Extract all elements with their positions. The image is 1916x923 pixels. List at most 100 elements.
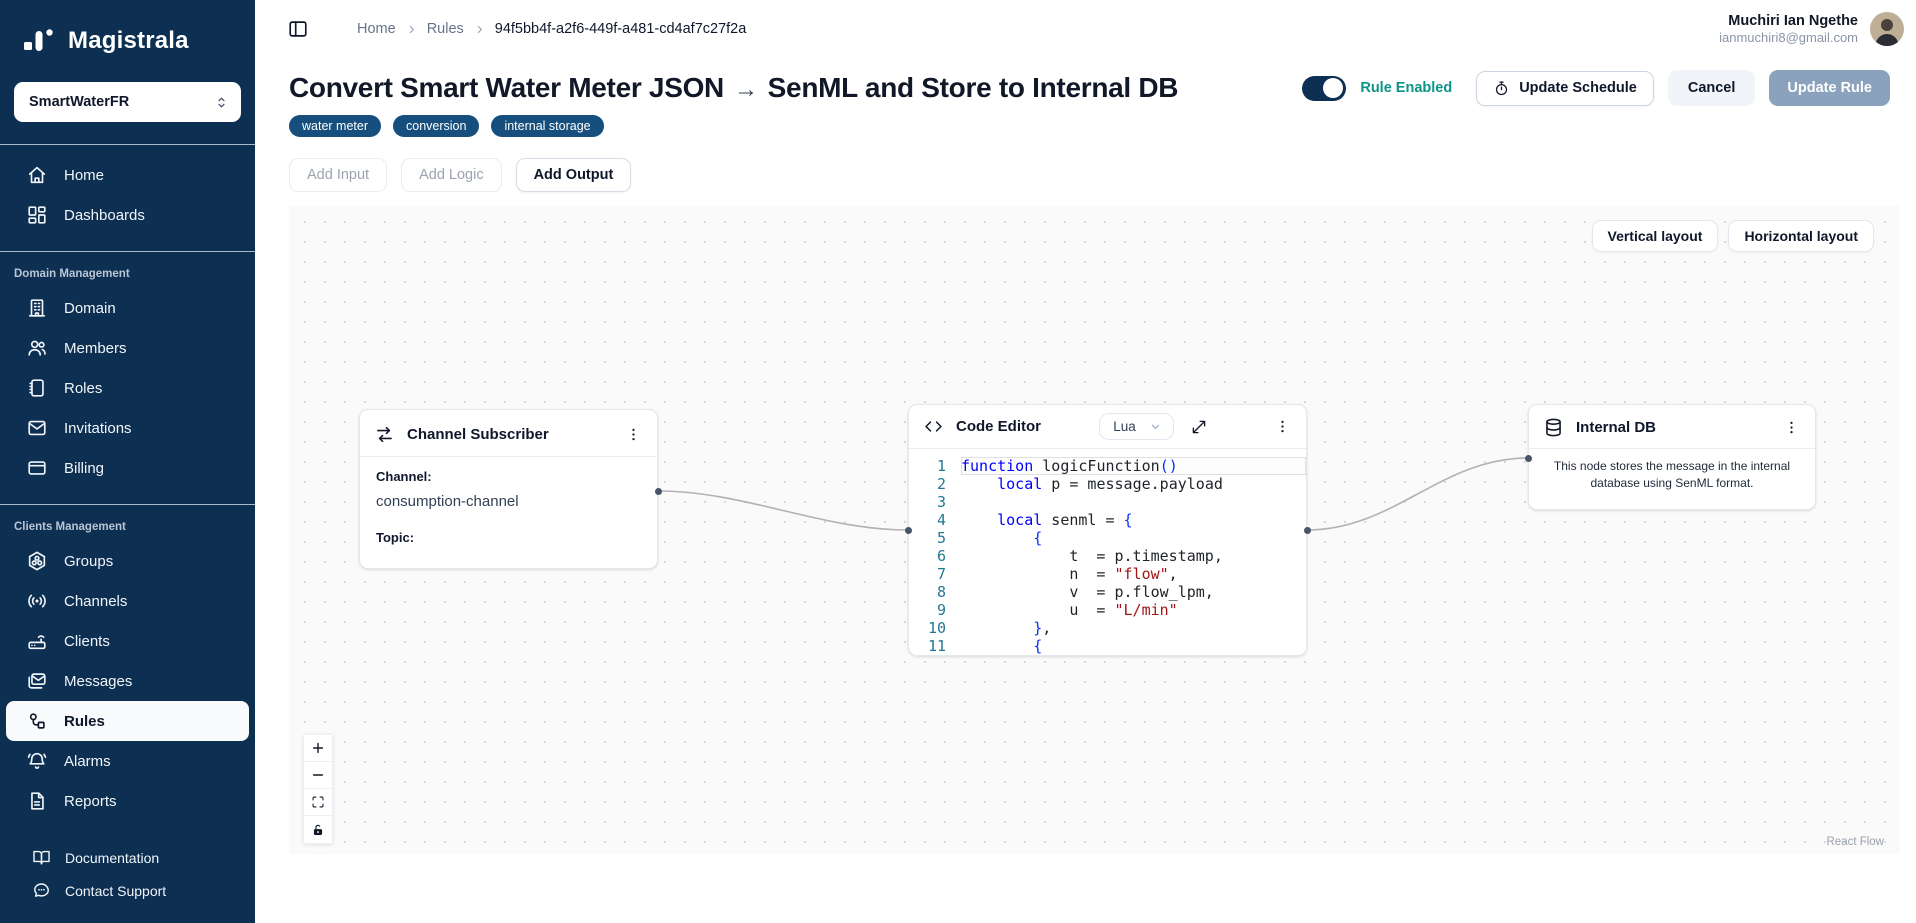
internal-db-menu-button[interactable] [1779, 415, 1803, 439]
sidebar-item-messages[interactable]: Messages [6, 661, 249, 701]
code-line-content: local p = message.payload [997, 475, 1223, 493]
cancel-button[interactable]: Cancel [1667, 70, 1756, 106]
page-title-part1: Convert Smart Water Meter JSON [289, 72, 724, 103]
sidebar-item-label: Alarms [64, 752, 111, 770]
channel-subscriber-menu-button[interactable] [621, 422, 645, 446]
code-line-10: 10}, [909, 619, 1306, 637]
sidebar-item-label: Groups [64, 552, 114, 570]
code-editor-header: Code Editor Lua [909, 405, 1306, 449]
line-number: 11 [927, 637, 946, 655]
target-handle[interactable] [905, 527, 912, 534]
page-title: Convert Smart Water Meter JSON→SenML and… [289, 72, 1179, 104]
line-number: 3 [936, 493, 946, 511]
chevrons-up-down-icon [213, 94, 230, 111]
sidebar-item-channels[interactable]: Channels [6, 581, 249, 621]
sidebar-item-invitations[interactable]: Invitations [6, 408, 249, 448]
flow-edges [657, 457, 1529, 531]
language-select[interactable]: Lua [1099, 413, 1174, 440]
vertical-layout-button[interactable]: Vertical layout [1591, 220, 1719, 252]
channel-subscriber-node[interactable]: Channel Subscriber Channel: consumption-… [359, 409, 658, 569]
sidebar-item-clients[interactable]: Clients [6, 621, 249, 661]
layout-buttons: Vertical layout Horizontal layout [1591, 220, 1874, 252]
channels-icon [26, 590, 48, 612]
line-number: 7 [936, 565, 946, 583]
code-line-5: 5{ [909, 529, 1306, 547]
zoom-in-button[interactable] [304, 735, 332, 762]
sidebar-item-label: Invitations [64, 419, 132, 437]
sidebar-item-label: Domain [64, 299, 116, 317]
internal-db-title: Internal DB [1576, 418, 1657, 436]
sidebar-item-domain[interactable]: Domain [6, 288, 249, 328]
code-line-content: n = "flow", [1069, 565, 1178, 583]
code-line-content: { [1033, 529, 1043, 547]
roles-icon [26, 377, 48, 399]
topic-label: Topic: [376, 530, 415, 545]
sidebar-item-alarms[interactable]: Alarms [6, 741, 249, 781]
update-rule-button[interactable]: Update Rule [1769, 70, 1890, 106]
rules-icon [26, 710, 48, 732]
add-logic-button[interactable]: Add Logic [401, 158, 502, 192]
reactflow-attribution[interactable]: React Flow [1826, 836, 1884, 848]
expand-editor-button[interactable] [1186, 414, 1212, 440]
add-input-button[interactable]: Add Input [289, 158, 388, 192]
flow-canvas[interactable]: Vertical layout Horizontal layout Channe… [289, 206, 1900, 854]
sidebar-item-reports[interactable]: Reports [6, 781, 249, 821]
sidebar-item-label: Contact Support [65, 882, 167, 899]
breadcrumb-item-rules[interactable]: Rules [426, 21, 464, 37]
code-editor-menu-button[interactable] [1270, 415, 1294, 439]
sidebar-item-dashboards[interactable]: Dashboards [6, 195, 249, 235]
sidebar-item-groups[interactable]: Groups [6, 541, 249, 581]
tag-internal-storage: internal storage [491, 115, 604, 137]
target-handle[interactable] [1525, 455, 1532, 462]
source-handle[interactable] [1304, 527, 1311, 534]
sidebar-item-roles[interactable]: Roles [6, 368, 249, 408]
code-line-content: u = "L/min" [1069, 601, 1178, 619]
horizontal-layout-button[interactable]: Horizontal layout [1728, 220, 1874, 252]
rule-controls: Rule Enabled Update Schedule Cancel Upda… [1302, 70, 1890, 106]
sidebar-item-rules[interactable]: Rules [6, 701, 249, 741]
fit-view-button[interactable] [304, 789, 332, 816]
kebab-icon [625, 426, 642, 443]
title-row: Convert Smart Water Meter JSON→SenML and… [289, 70, 1890, 106]
page-title-part2: SenML and Store to Internal DB [767, 72, 1179, 103]
add-output-button[interactable]: Add Output [515, 158, 632, 192]
sidebar-item-label: Channels [64, 592, 128, 610]
sidebar-item-contact-support[interactable]: Contact Support [6, 874, 178, 907]
update-schedule-button[interactable]: Update Schedule [1476, 70, 1654, 106]
sidebar-item-label: Messages [64, 672, 133, 690]
sidebar-item-billing[interactable]: Billing [6, 448, 249, 488]
sidebar-item-documentation[interactable]: Documentation [6, 841, 171, 874]
workspace-select[interactable]: SmartWaterFR [14, 82, 241, 122]
sidebar-section-label: Clients Management [14, 521, 126, 533]
channel-subscriber-title: Channel Subscriber [407, 425, 549, 443]
source-handle[interactable] [655, 488, 662, 495]
sidebar-divider [0, 504, 255, 505]
sidebar-section-label: Domain Management [14, 268, 130, 280]
sidebar-toggle-button[interactable] [283, 14, 313, 44]
sidebar-divider [0, 251, 255, 252]
language-select-value: Lua [1113, 419, 1136, 434]
internal-db-node[interactable]: Internal DB This node stores the message… [1528, 404, 1816, 510]
avatar[interactable] [1870, 12, 1904, 46]
timer-icon [1493, 80, 1510, 97]
code-line-content: t = p.timestamp, [1069, 547, 1223, 565]
groups-icon [26, 550, 48, 572]
sidebar-item-home[interactable]: Home [6, 155, 249, 195]
zoom-out-button[interactable] [304, 762, 332, 789]
channel-value: consumption-channel [376, 493, 519, 510]
breadcrumb-item-home[interactable]: Home [357, 21, 396, 37]
rule-enabled-toggle[interactable] [1302, 75, 1347, 101]
sidebar-item-members[interactable]: Members [6, 328, 249, 368]
toggle-interactivity-button[interactable] [304, 816, 332, 843]
user-email: ianmuchiri8@gmail.com [1719, 29, 1858, 45]
plus-icon [311, 741, 325, 755]
members-icon [26, 337, 48, 359]
messages-icon [26, 670, 48, 692]
